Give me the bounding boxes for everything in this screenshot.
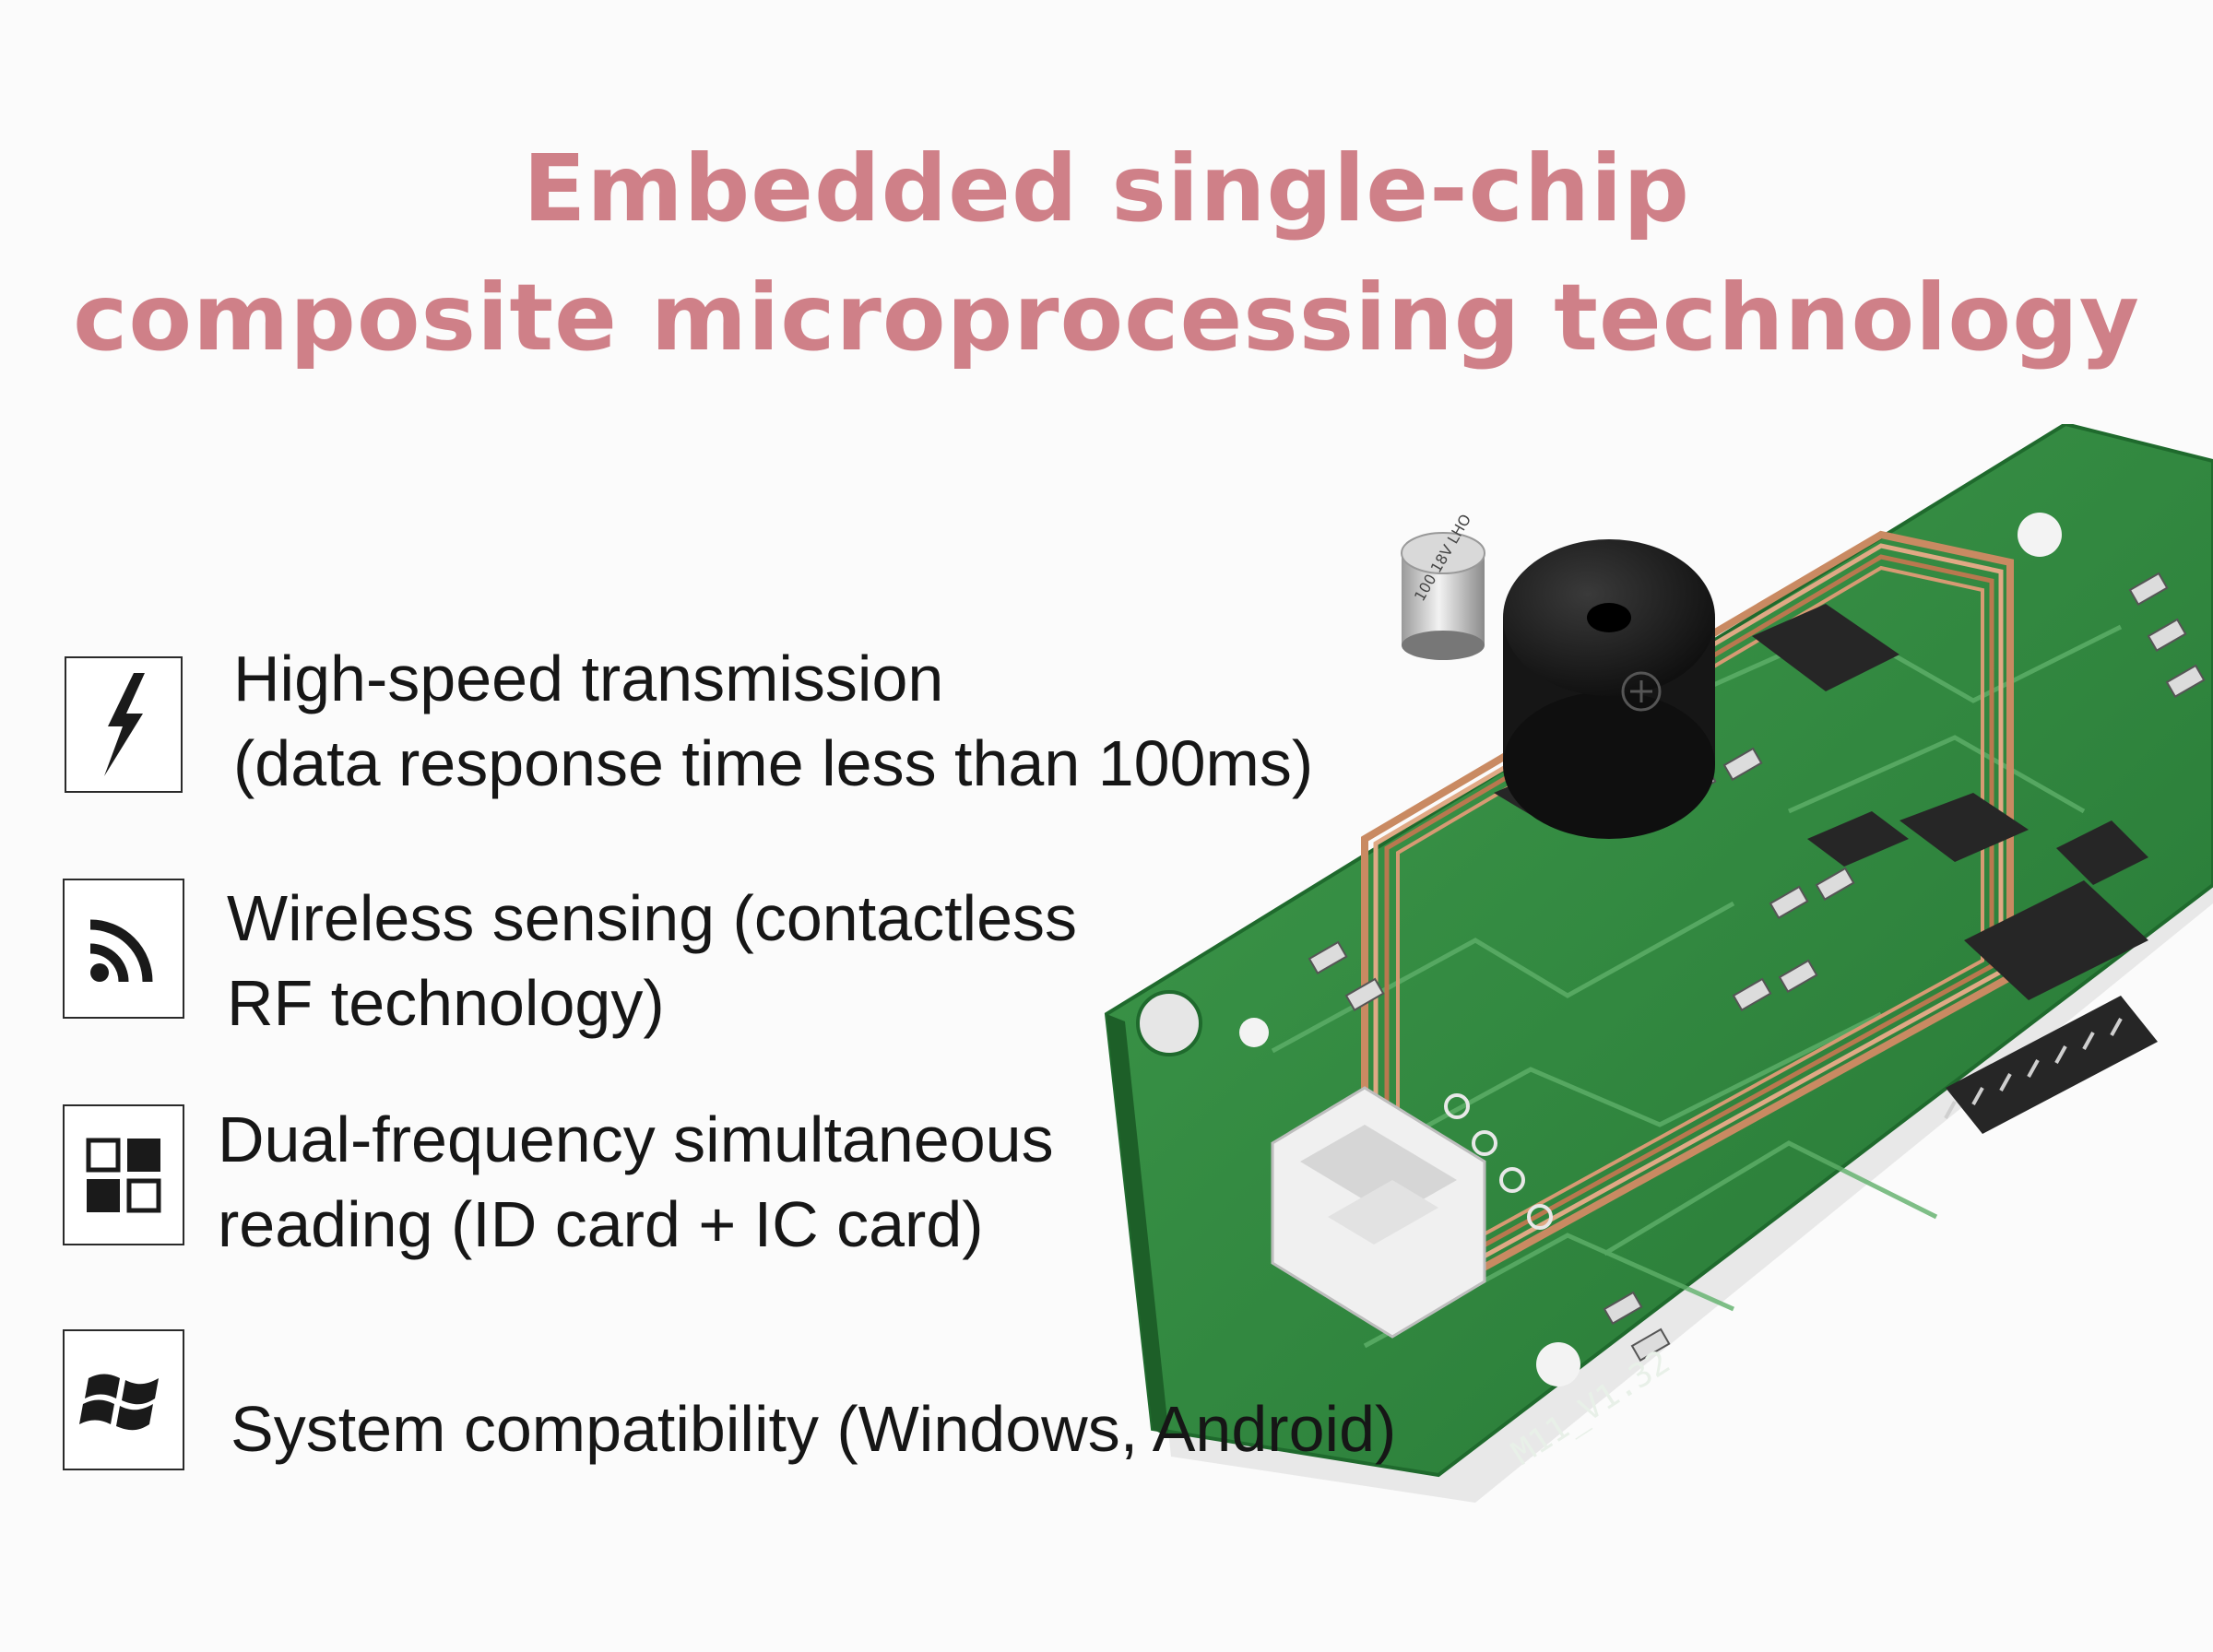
- feature-4-line-1: System compatibility (Windows, Android): [231, 1393, 1397, 1465]
- feature-2-line-2: RF technology): [227, 967, 665, 1039]
- feature-4-icon-box: [63, 1329, 184, 1470]
- connector: [1271, 1086, 1486, 1339]
- feature-2-text: Wireless sensing (contactless RF technol…: [227, 876, 1077, 1045]
- feature-1-text: High-speed transmission (data response t…: [233, 636, 1313, 806]
- pcb-illustration: 100 18V LHO M11_V1.32: [1104, 424, 2213, 1503]
- lightning-icon: [104, 673, 145, 776]
- feature-1-line-2: (data response time less than 100ms): [233, 727, 1314, 799]
- feature-4-text: System compatibility (Windows, Android): [231, 1386, 1396, 1471]
- rfid-board-image: 100 18V LHO M11_V1.32: [1088, 424, 2213, 1586]
- feature-2-line-1: Wireless sensing (contactless: [227, 882, 1077, 954]
- buzzer: [1503, 539, 1715, 839]
- headline-line-1: Embedded single-chip: [523, 135, 1690, 242]
- capacitor: 100 18V LHO: [1401, 511, 1485, 660]
- feature-3-line-2: reading (ID card + IC card): [218, 1188, 984, 1260]
- feature-1-icon-box: [65, 656, 183, 793]
- feature-3-icon-box: [63, 1104, 184, 1245]
- feature-3-text: Dual-frequency simultaneous reading (ID …: [218, 1097, 1054, 1267]
- grid-squares-icon: [86, 1138, 161, 1212]
- wireless-signal-icon: [89, 919, 153, 983]
- feature-1-line-1: High-speed transmission: [233, 643, 944, 714]
- feature-3-line-1: Dual-frequency simultaneous: [218, 1103, 1054, 1175]
- feature-2-icon-box: [63, 879, 184, 1019]
- windows-logo-icon: [79, 1374, 159, 1430]
- headline: Embedded single-chip composite microproc…: [0, 124, 2213, 383]
- headline-line-2: composite microprocessing technology: [73, 264, 2140, 372]
